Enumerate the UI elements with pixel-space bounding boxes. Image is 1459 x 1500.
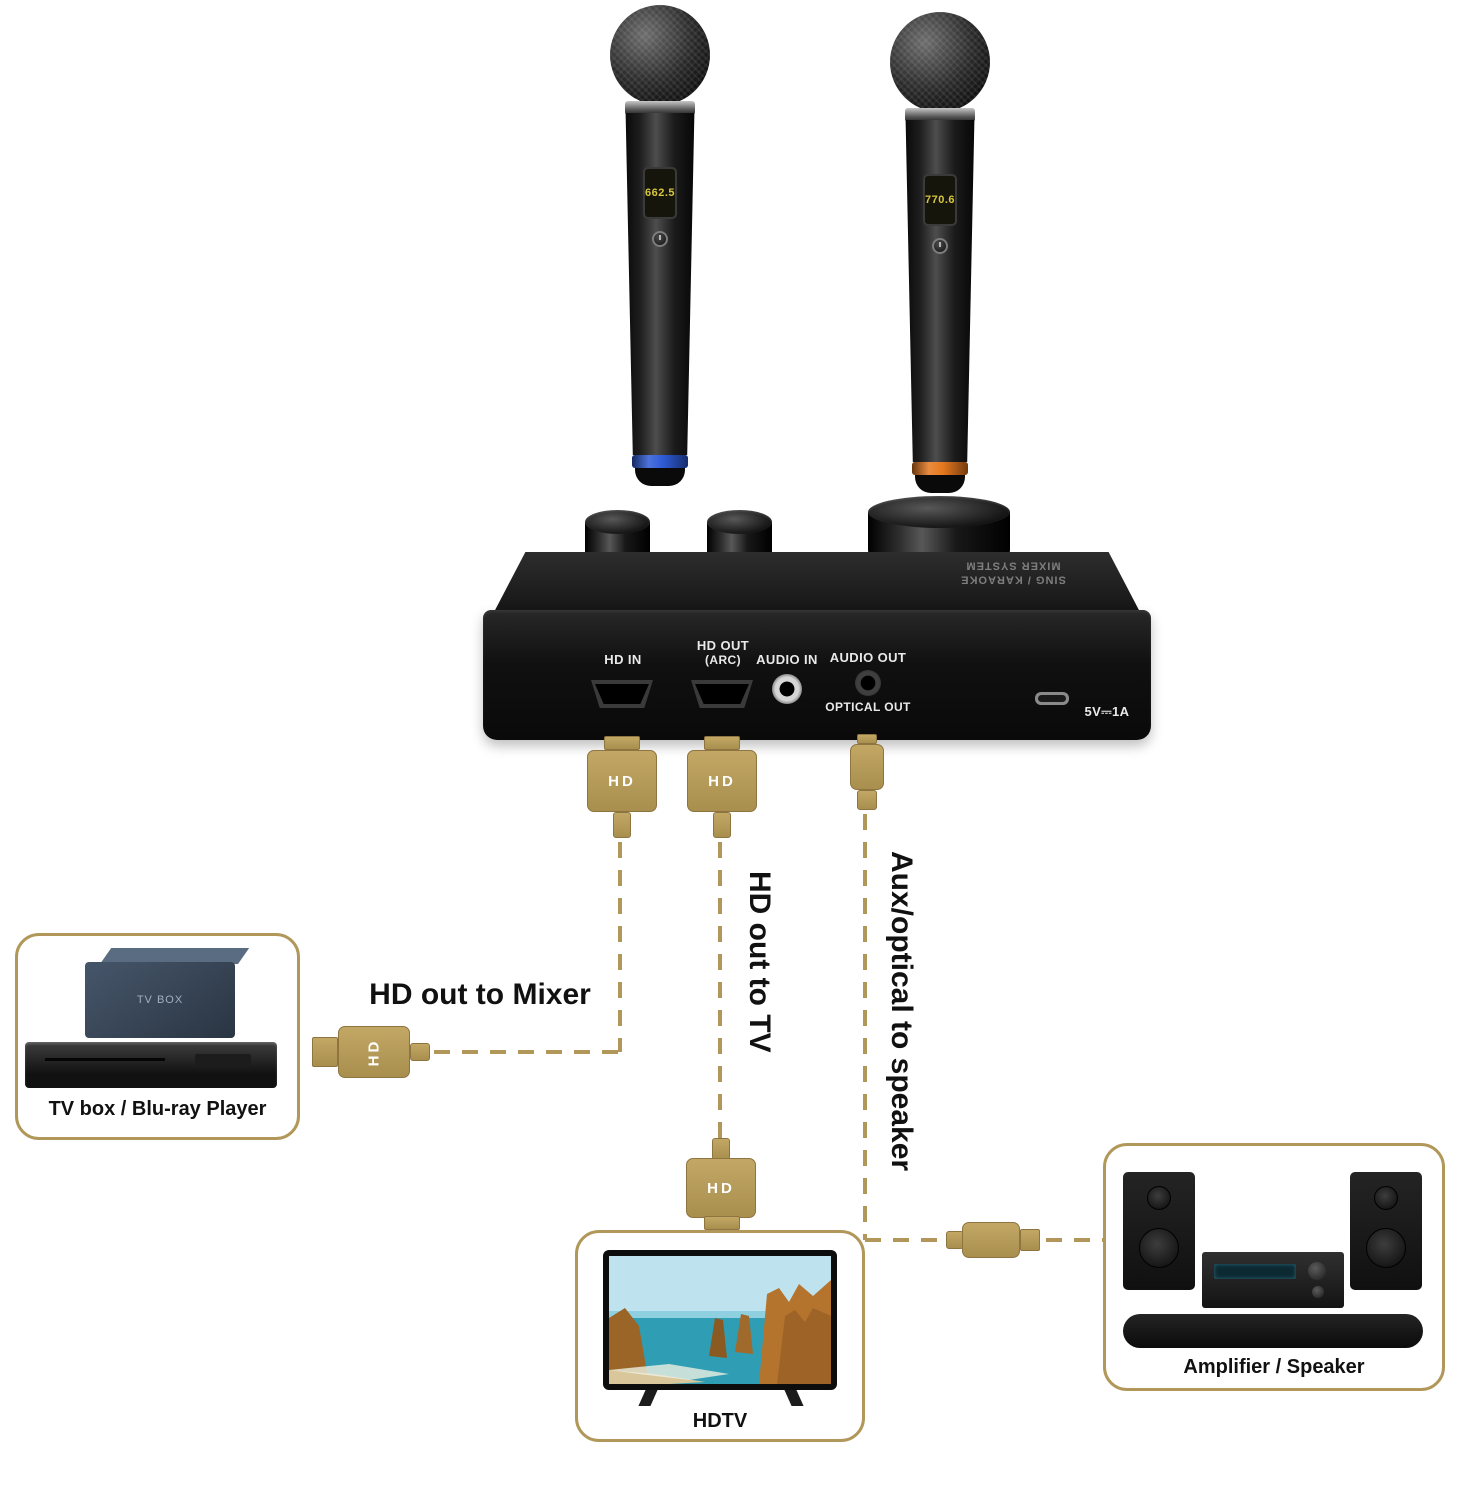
optical-plug-amp: [962, 1222, 1020, 1258]
annotation-aux-optical-to-speaker: Aux/optical to speaker: [885, 850, 918, 1172]
usb-power-port: [1035, 692, 1069, 705]
annotation-hd-out-to-mixer: HD out to Mixer: [369, 978, 591, 1011]
hdmi-plug-2: HD: [687, 750, 757, 812]
mic-frequency: 662.5: [644, 187, 676, 199]
hdtv-device: [603, 1250, 837, 1390]
dashed-line-optical: [863, 814, 867, 1240]
annotation-hd-out-to-tv: HD out to TV: [743, 871, 776, 1053]
hdmi-plug-tv: HD: [686, 1158, 756, 1218]
optical-plug-tip: [857, 790, 877, 810]
speaker-right: [1350, 1172, 1422, 1290]
dashed-line-hd-in: [618, 842, 622, 1052]
receiver-knob: [1308, 1262, 1326, 1280]
label-hd-in: HD IN: [604, 652, 642, 667]
tv-box-device: TV BOX: [85, 962, 235, 1038]
mic-end-cap: [635, 468, 685, 486]
mic-power-button: [652, 231, 668, 247]
mic-display: 662.5: [643, 167, 677, 219]
mic-frequency: 770.6: [924, 194, 956, 206]
blu-ray-player: [25, 1042, 277, 1088]
wireless-mic-right: 770.6: [875, 12, 1005, 502]
mic-body: [625, 113, 695, 455]
tv-screen: [609, 1256, 831, 1384]
audio-in-jack: [772, 674, 802, 704]
hdmi-plug-2-neck: [704, 736, 740, 750]
hdmi-plug-tvbox: HD: [338, 1026, 410, 1078]
label-audio-in: AUDIO IN: [756, 652, 818, 667]
label-hd-out: HD OUT (ARC): [696, 638, 750, 667]
mic-power-button: [932, 238, 948, 254]
speaker-left: [1123, 1172, 1195, 1290]
mic-body: [905, 120, 975, 462]
dashed-line-hd-out: [718, 842, 722, 1140]
optical-plug-amp-tip: [1020, 1229, 1040, 1251]
dashed-line-optical-horizontal-1: [865, 1238, 953, 1242]
audio-out-jack: [855, 670, 881, 696]
mixer-front-panel: [483, 610, 1151, 740]
karaoke-mixer: SING / KARAOKE MIXER SYSTEM HD IN HD OUT…: [483, 496, 1151, 740]
mic-collar: [625, 101, 695, 115]
dashed-line-hd-in-horizontal: [434, 1050, 620, 1054]
hdmi-plug-2-cable: [713, 812, 731, 838]
optical-plug: [850, 744, 884, 790]
label-power-spec: 5V⎓1A: [1084, 704, 1130, 719]
optical-plug-neck: [857, 734, 877, 744]
mixer-top-face: [493, 552, 1141, 614]
mic-color-ring-orange: [912, 462, 968, 475]
hdmi-plug-1-neck: [604, 736, 640, 750]
mic-color-ring-blue: [632, 455, 688, 468]
power-icon: [939, 242, 941, 247]
hdmi-plug-tvbox-tip: [312, 1037, 338, 1067]
dashed-line-optical-horizontal-2: [1046, 1238, 1104, 1242]
mic-end-cap: [915, 475, 965, 493]
mixer-engraved-text: SING / KARAOKE MIXER SYSTEM: [960, 559, 1066, 586]
hdtv-caption: HDTV: [692, 1410, 748, 1432]
label-optical-out: OPTICAL OUT: [825, 700, 911, 714]
wireless-mic-left: 662.5: [595, 5, 725, 495]
av-receiver: [1202, 1252, 1344, 1308]
mic-display: 770.6: [923, 174, 957, 226]
hd-out-port: [691, 680, 753, 708]
tv-box-label: TV BOX: [136, 994, 184, 1006]
soundbar: [1123, 1314, 1423, 1348]
amplifier-caption: Amplifier / Speaker: [1183, 1356, 1365, 1378]
receiver-knob-small: [1312, 1286, 1324, 1298]
hdmi-plug-tv-cable: [712, 1138, 730, 1160]
hdmi-plug-tv-tip: [704, 1216, 740, 1230]
power-icon: [659, 235, 661, 240]
label-audio-out: AUDIO OUT: [829, 650, 907, 665]
receiver-display: [1214, 1264, 1296, 1279]
mic-collar: [905, 108, 975, 122]
hd-in-port: [591, 680, 653, 708]
hdmi-plug-1-cable: [613, 812, 631, 838]
mic-head: [890, 12, 990, 112]
hdmi-plug-1: HD: [587, 750, 657, 812]
mic-head: [610, 5, 710, 105]
hdmi-plug-tvbox-cable: [410, 1043, 430, 1061]
tv-box-caption: TV box / Blu-ray Player: [48, 1098, 267, 1120]
